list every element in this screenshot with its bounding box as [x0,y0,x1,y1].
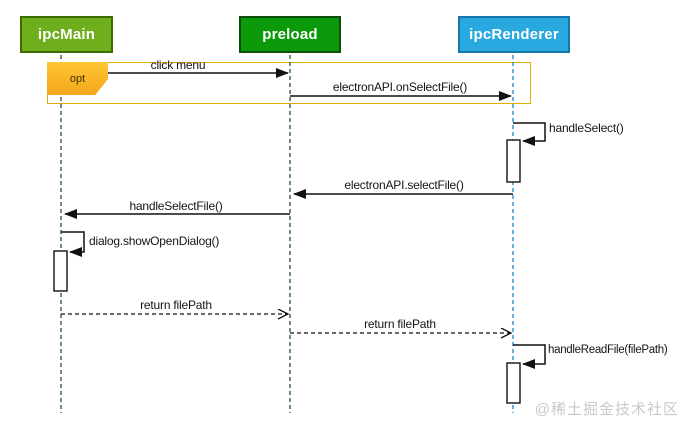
activation-bar-ipcrenderer-handleselect [506,139,521,183]
opt-operator-text: opt [69,72,86,85]
message-label-handle-select: handleSelect() [549,121,624,135]
message-arrow-handle-read-file [513,344,546,369]
activation-bar-ipcrenderer-handlereadfile [506,362,521,404]
participant-ipcrenderer-label: ipcRenderer [469,26,559,43]
message-label-select-file: electronAPI.selectFile() [344,178,464,192]
message-label-handle-select-file: handleSelectFile() [129,199,223,213]
activation-bar-ipcmain-dialog [53,250,68,292]
opt-fragment-label: opt [47,62,108,95]
message-label-handle-read-file: handleReadFile(filePath) [548,344,668,356]
message-label-on-select-file: electronAPI.onSelectFile() [332,80,468,94]
message-arrow-handle-select [513,122,546,146]
message-label-return-file-path-2: return filePath [364,317,436,331]
message-label-return-file-path-1: return filePath [140,298,212,312]
participant-preload: preload [239,16,341,53]
participant-ipcmain: ipcMain [20,16,113,53]
participant-ipcrenderer: ipcRenderer [458,16,570,53]
message-label-click-menu: click menu [150,58,206,72]
participant-preload-label: preload [262,26,318,43]
participant-ipcmain-label: ipcMain [37,26,96,43]
message-label-show-open-dialog: dialog.showOpenDialog() [89,234,220,248]
message-arrow-show-open-dialog [61,231,85,257]
watermark: @稀土掘金技术社区 [534,401,679,418]
